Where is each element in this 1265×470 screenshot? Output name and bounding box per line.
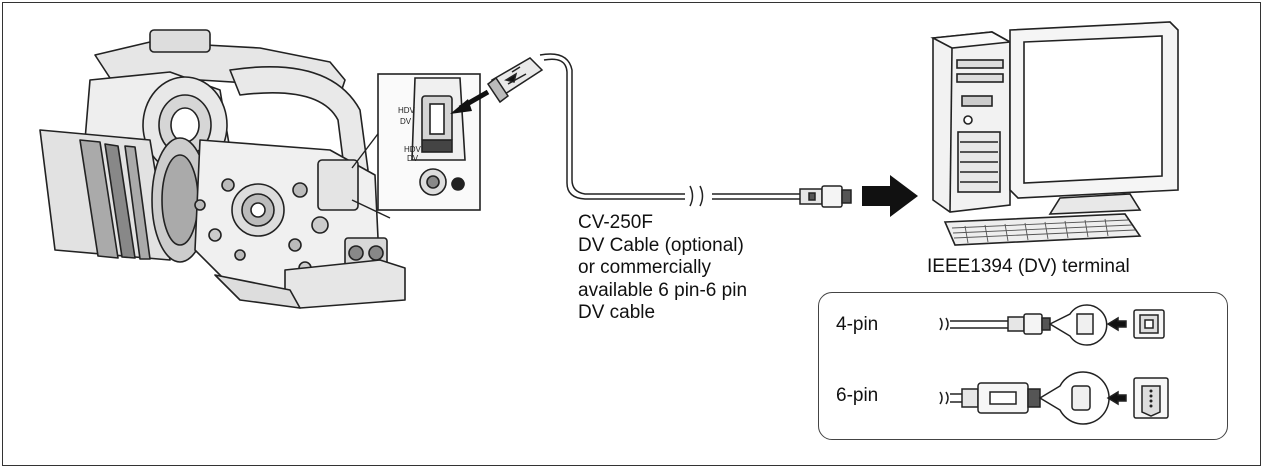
pin-type-inset — [818, 292, 1228, 440]
cable-plug-top — [486, 57, 544, 104]
dv-jack-closeup: HDV DV HDV DV — [377, 73, 481, 211]
computer-illustration — [930, 21, 1179, 246]
cable-model: CV-250F — [578, 212, 653, 233]
jack-label-dv-2: DV — [407, 154, 419, 163]
pin-label-6: 6-pin — [836, 385, 879, 406]
insert-arrow — [450, 89, 490, 114]
dv-cable — [539, 53, 800, 207]
pin-label-4: 4-pin — [836, 314, 879, 335]
six-pin-row — [939, 371, 1169, 425]
terminal-label: IEEE1394 (DV) terminal — [927, 256, 1130, 277]
connect-arrow — [862, 175, 918, 217]
cable-line-3: or commercially — [578, 257, 712, 278]
jack-label-hdv-2: HDV — [404, 145, 422, 154]
cable-description: CV-250F DV Cable (optional) or commercia… — [578, 212, 838, 325]
cable-plug-end — [799, 185, 852, 208]
jack-label-hdv-1: HDV — [398, 106, 416, 115]
cable-line-2: DV Cable (optional) — [578, 234, 744, 256]
camcorder-illustration — [39, 29, 406, 309]
jack-label-dv-1: DV — [400, 117, 412, 126]
cable-line-5: DV cable — [578, 302, 656, 323]
cable-line-4: available 6 pin-6 pin — [578, 279, 748, 301]
four-pin-row — [939, 304, 1165, 346]
